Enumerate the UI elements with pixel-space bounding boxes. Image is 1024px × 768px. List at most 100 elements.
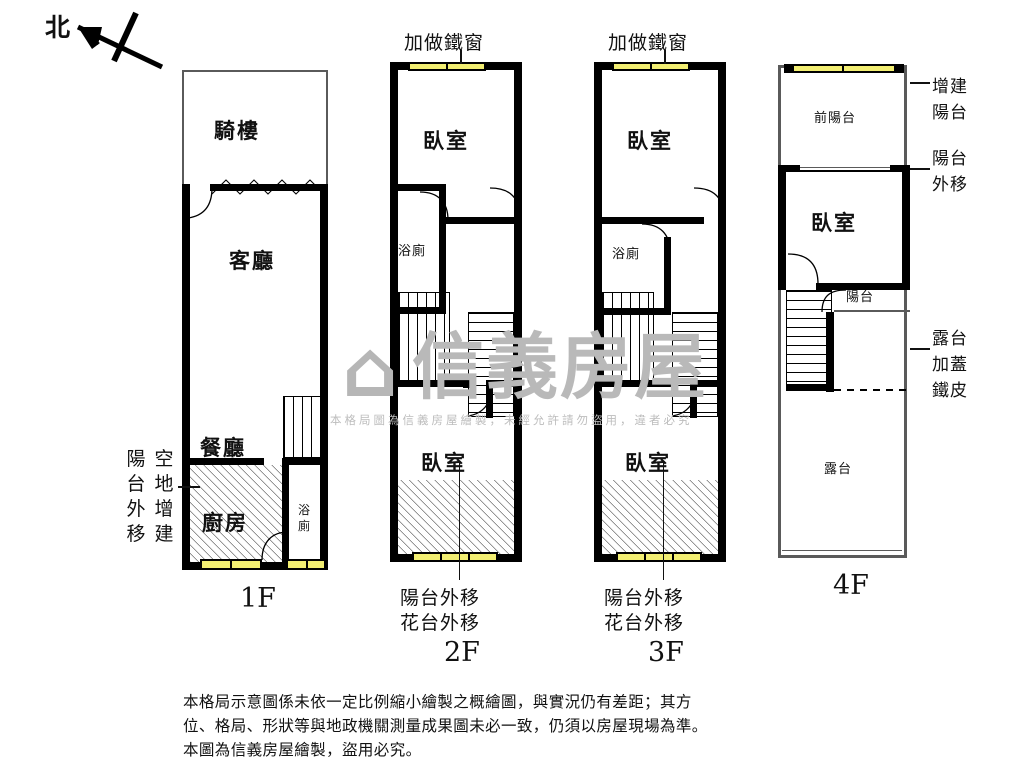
callout-3f-balcony-moved: 陽台外移 (604, 587, 685, 609)
entry-door-swing-icon (187, 187, 213, 219)
floor-plan-4f: 前陽台 臥室 陽台 露台 (778, 62, 918, 562)
stair-right-wall-2f (486, 380, 522, 387)
kitchen-window-mullion (230, 559, 232, 570)
terrace-wall-left-4f (778, 290, 781, 558)
front-balcony-wall-left-4f (778, 65, 781, 167)
bath-wall-top (282, 458, 328, 465)
balcony-window-mullion-b-3f (672, 552, 674, 562)
callout-1f-balcony-moved-c2: 台 (126, 473, 146, 495)
room-label-bathroom-1f: 浴廁 (297, 502, 311, 534)
bedroom-top-opening-line-4f (800, 167, 890, 169)
bath-wall-left (282, 458, 289, 562)
front-balcony-corner-left-4f (784, 64, 793, 73)
iron-window-mullion-2f (446, 62, 448, 71)
callout-4f-terrace-cover-line2: 加蓋 (932, 355, 968, 375)
callout-1f-land-extension-c1: 空 (154, 448, 174, 470)
bathroom-door-swing-icon-1f (261, 531, 289, 561)
room-label-bedroom-rear-3f: 臥室 (625, 451, 671, 475)
floor-plan-3f: 臥室 浴廁 臥室 (594, 62, 734, 562)
callout-4f-balcony-moved-line2: 外移 (932, 175, 968, 195)
bedroom-wall-bottom-4f (816, 283, 910, 290)
callout-1f-balcony-moved-c4: 移 (126, 523, 146, 545)
callout-3f-iron-window: 加做鐵窗 (608, 32, 689, 54)
bath-wall-right-2f (439, 184, 446, 314)
balcony-window-2f (412, 552, 498, 562)
balcony-door-swing-icon-4f (821, 289, 847, 313)
bedroom-door-swing-icon-3f (693, 187, 725, 219)
stair-side-wall-2f (463, 380, 470, 388)
front-balcony-wall-right-4f (904, 65, 907, 167)
floor-plan-1f: 騎樓 客廳 餐廳 廚房 浴廁 (182, 70, 342, 570)
room-label-arcade: 騎樓 (214, 119, 260, 143)
floor-label-3f: 3F (648, 637, 684, 668)
callout-1f-land-extension-c2: 地 (154, 473, 174, 495)
iron-sheet-boundary-dashed-4f (834, 389, 910, 391)
bathroom-door-swing-icon-3f (641, 223, 671, 253)
stair-door-swing-icon-3f (671, 385, 697, 417)
balcony-window-mullion-b-2f (468, 552, 470, 562)
room-label-bedroom-4f: 臥室 (811, 211, 857, 235)
room-label-kitchen: 廚房 (202, 511, 248, 535)
north-label: 北 (45, 13, 71, 42)
stair-wall-right-4f (826, 312, 834, 392)
bedroom-door-swing-icon-4f (787, 253, 819, 285)
callout-4f-terrace-cover-line1: 露台 (932, 329, 968, 349)
balcony-outline-4f (834, 310, 910, 312)
callout-1f-land-extension-c3: 增 (154, 498, 174, 520)
callout-4f-extension-line2: 陽台 (932, 103, 968, 123)
room-label-bedroom-rear-2f: 臥室 (421, 451, 467, 475)
callout-2f-balcony-moved: 陽台外移 (400, 587, 481, 609)
corridor-wall-3f (594, 217, 704, 224)
bathroom-door-swing-icon-2f (419, 191, 449, 221)
callout-4f-balcony-moved-line1: 陽台 (932, 149, 968, 169)
room-label-dining-room: 餐廳 (200, 436, 246, 460)
arcade-wall-top (182, 70, 328, 72)
room-label-bathroom-2f: 浴廁 (398, 244, 427, 259)
bathroom-window-mullion (306, 559, 308, 570)
room-label-living-room: 客廳 (229, 249, 275, 273)
kitchen-partition-wall (182, 458, 264, 465)
room-label-terrace-4f: 露台 (824, 462, 853, 477)
floor-label-1f: 1F (240, 583, 276, 614)
bath-wall-right-3f (664, 237, 671, 315)
staircase-down-2f (468, 312, 514, 417)
callout-1f-land-extension: 空 地 增 建 (152, 447, 176, 547)
terrace-wall-bottom-inner-4f (782, 550, 902, 552)
room-label-bedroom-front-3f: 臥室 (627, 129, 673, 153)
terrace-wall-right-4f (904, 290, 907, 558)
disclaimer-text: 本格局示意圖係未依一定比例縮小繪製之概繪圖，與實況仍有差距；其方 位、格局、形狀… (183, 690, 863, 762)
callout-4f-balcony-moved-leader (910, 168, 930, 170)
exterior-wall-left (182, 184, 190, 570)
rear-balcony-hatch-3f (602, 480, 718, 554)
callout-2f-bottom-leader (459, 462, 461, 580)
bath-wall-bottom-2f (390, 307, 446, 314)
bathroom-room-1f (289, 465, 320, 562)
callout-4f-extension-leader (910, 82, 930, 84)
exterior-wall-right-2f (514, 62, 522, 562)
arcade-wall-left (182, 70, 184, 188)
callout-1f-balcony-moved-c1: 陽 (126, 448, 146, 470)
callout-4f-extension-line1: 增建 (932, 77, 968, 97)
callout-2f-iron-window: 加做鐵窗 (404, 32, 485, 54)
balcony-window-mullion-a-2f (440, 552, 442, 562)
bath-wall-bottom-3f (594, 308, 671, 315)
floor-plan-2f: 臥室 浴廁 臥室 (390, 62, 530, 562)
callout-2f-iron-window-leader (460, 50, 462, 64)
callout-3f-bottom-leader (663, 462, 665, 580)
callout-1f-leader-line (178, 486, 200, 488)
front-balcony-window-4f (792, 64, 896, 73)
stair-wall-bottom-4f (786, 384, 834, 391)
front-balcony-corner-right-4f (895, 64, 904, 73)
disclaimer-line-2: 位、格局、形狀等與地政機關測量成果圖未必一致，仍須以房屋現場為準。 (183, 717, 708, 735)
room-label-bedroom-front-2f: 臥室 (423, 129, 469, 153)
floor-label-4f: 4F (833, 570, 869, 601)
stair-right-wall-3f (690, 380, 726, 387)
iron-window-mullion-3f (650, 62, 652, 71)
callout-3f-iron-window-leader (664, 50, 666, 64)
bath-wall-top-2f (390, 184, 446, 191)
corridor-wall-2f (439, 217, 522, 224)
callout-1f-balcony-moved-c3: 外 (126, 498, 146, 520)
door-jamb-3f (720, 202, 725, 218)
callout-1f-land-extension-c4: 建 (154, 523, 174, 545)
